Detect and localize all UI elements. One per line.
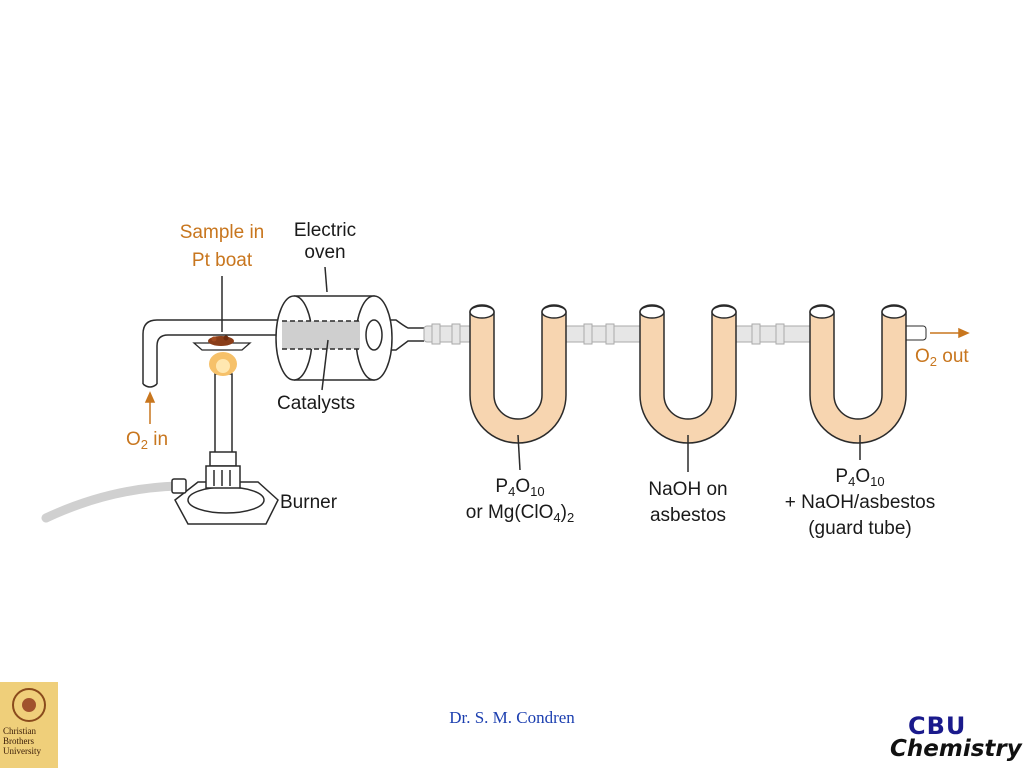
chem-logo-top: CBU: [908, 712, 967, 740]
electric-oven: [275, 295, 393, 381]
university-logo-text: Christian Brothers University: [3, 726, 41, 756]
u-tube-1: [469, 304, 567, 444]
tube3-label: P4O10 + NaOH/asbestos (guard tube): [770, 464, 950, 542]
arrow-icon: [144, 327, 970, 424]
leader-lines: [221, 266, 861, 472]
tube1-label: P4O10 or Mg(ClO4)2: [440, 474, 600, 526]
o2-in-label: O2 in: [126, 429, 169, 452]
sample-label: Sample in Pt boat: [179, 222, 265, 271]
tube1-label-line1: P4O10: [495, 476, 545, 499]
o2-out-label: O2 out: [915, 346, 969, 369]
tube2-label: NaOH on asbestos: [648, 479, 728, 526]
tube3-label-line1: P4O10: [835, 466, 885, 489]
cbu-chemistry-logo: CBU Chemistry: [888, 712, 1022, 768]
catalysts-label: Catalysts: [277, 393, 356, 414]
cbu-seal-icon: [12, 688, 46, 722]
combustion-tube: [142, 319, 424, 388]
catalyst-packing: [282, 321, 360, 349]
oven-label: Electric oven: [293, 220, 357, 263]
u-tubes: [469, 304, 907, 444]
university-logo: Christian Brothers University: [0, 682, 58, 768]
burner-label: Burner: [280, 492, 338, 513]
footer-author: Dr. S. M. Condren: [449, 708, 575, 727]
sample: [208, 336, 234, 346]
u-tube-2: [639, 304, 737, 444]
u-tube-3: [809, 304, 907, 444]
chem-logo-bottom: Chemistry: [890, 736, 1022, 762]
connectors: [423, 323, 927, 345]
tube1-label-line2: or Mg(ClO4)2: [465, 502, 575, 525]
gas-hose: [41, 481, 183, 523]
burner: [171, 373, 279, 525]
